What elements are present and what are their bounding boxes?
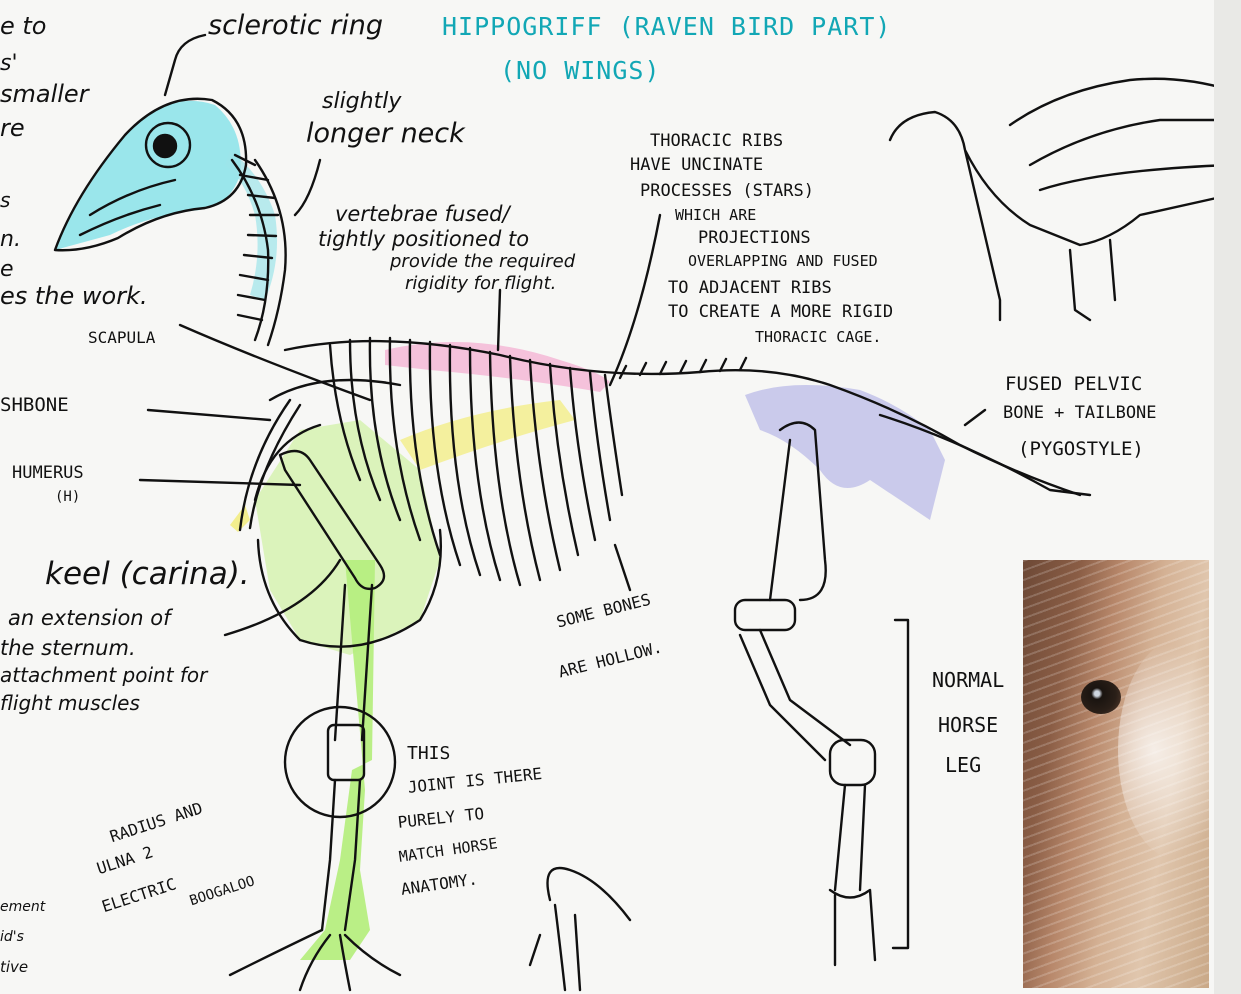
label-joint-1: THIS — [407, 745, 450, 764]
horse-leg-bracket — [893, 620, 908, 948]
label-left-10: id's — [0, 930, 24, 945]
joint-circle — [285, 707, 395, 817]
label-left-5: s — [0, 190, 10, 211]
label-left-6: n. — [0, 228, 21, 251]
label-horse-2: HORSE — [938, 715, 998, 736]
label-neck-2: longer neck — [306, 120, 465, 148]
horse-photo-inset — [1023, 560, 1209, 988]
label-ribs-8: TO CREATE A MORE RIGID — [668, 304, 893, 322]
label-keel-desc-1: an extension of — [8, 607, 171, 629]
label-keel: keel (carina). — [45, 558, 250, 591]
horse-eye — [1081, 680, 1121, 714]
yellow-rib-highlight — [400, 400, 575, 470]
label-neck-1: slightly — [322, 90, 401, 113]
label-ribs-7: TO ADJACENT RIBS — [668, 280, 832, 298]
label-vertebrae-2: tightly positioned to — [318, 228, 529, 250]
label-left-11: tive — [0, 960, 28, 976]
label-left-7: e — [0, 258, 14, 281]
label-left-9: ement — [0, 900, 45, 915]
label-keel-desc-3: attachment point for — [0, 665, 207, 686]
label-ribs-5: PROJECTIONS — [698, 230, 811, 248]
label-keel-desc-2: the sternum. — [0, 637, 136, 659]
label-pelvic-3: (PYGOSTYLE) — [1018, 440, 1144, 460]
label-horse-3: LEG — [945, 755, 981, 776]
label-pelvic-1: FUSED PELVIC — [1005, 375, 1142, 395]
photo-texture — [1023, 560, 1209, 988]
raven-sketch — [890, 79, 1230, 320]
small-bird-sketch — [530, 868, 630, 990]
label-wishbone: SHBONE — [0, 396, 69, 416]
label-left-4: re — [0, 116, 25, 141]
label-ribs-3: PROCESSES (STARS) — [640, 183, 814, 201]
label-keel-desc-4: flight muscles — [0, 693, 140, 714]
skull-highlight — [55, 101, 241, 250]
label-vertebrae-4: rigidity for flight. — [405, 275, 556, 294]
label-vertebrae-3: provide the required — [390, 253, 575, 272]
label-humerus-2: (H) — [55, 490, 80, 505]
label-left-1: e to — [0, 14, 47, 39]
title-line-2: (NO WINGS) — [500, 58, 661, 84]
label-scapula: SCAPULA — [88, 330, 155, 347]
label-vertebrae-1: vertebrae fused/ — [335, 203, 510, 225]
label-humerus-1: HUMERUS — [12, 465, 84, 483]
label-left-2: s' — [0, 52, 18, 75]
title-line-1: HIPPOGRIFF (RAVEN BIRD PART) — [442, 14, 891, 40]
label-left-8: es the work. — [0, 284, 148, 309]
label-pelvic-2: BONE + TAILBONE — [1003, 405, 1157, 423]
label-left-3: smaller — [0, 82, 89, 107]
pelvis-highlight — [745, 385, 945, 520]
label-sclerotic-ring: sclerotic ring — [208, 12, 383, 40]
label-ribs-9: THORACIC CAGE. — [755, 330, 881, 346]
label-ribs-4: WHICH ARE — [675, 208, 756, 224]
label-ribs-2: HAVE UNCINATE — [630, 157, 763, 175]
page-edge — [1214, 0, 1241, 994]
label-ribs-6: OVERLAPPING AND FUSED — [688, 254, 878, 270]
label-ribs-1: THORACIC RIBS — [650, 133, 783, 151]
label-horse-1: NORMAL — [932, 670, 1004, 691]
